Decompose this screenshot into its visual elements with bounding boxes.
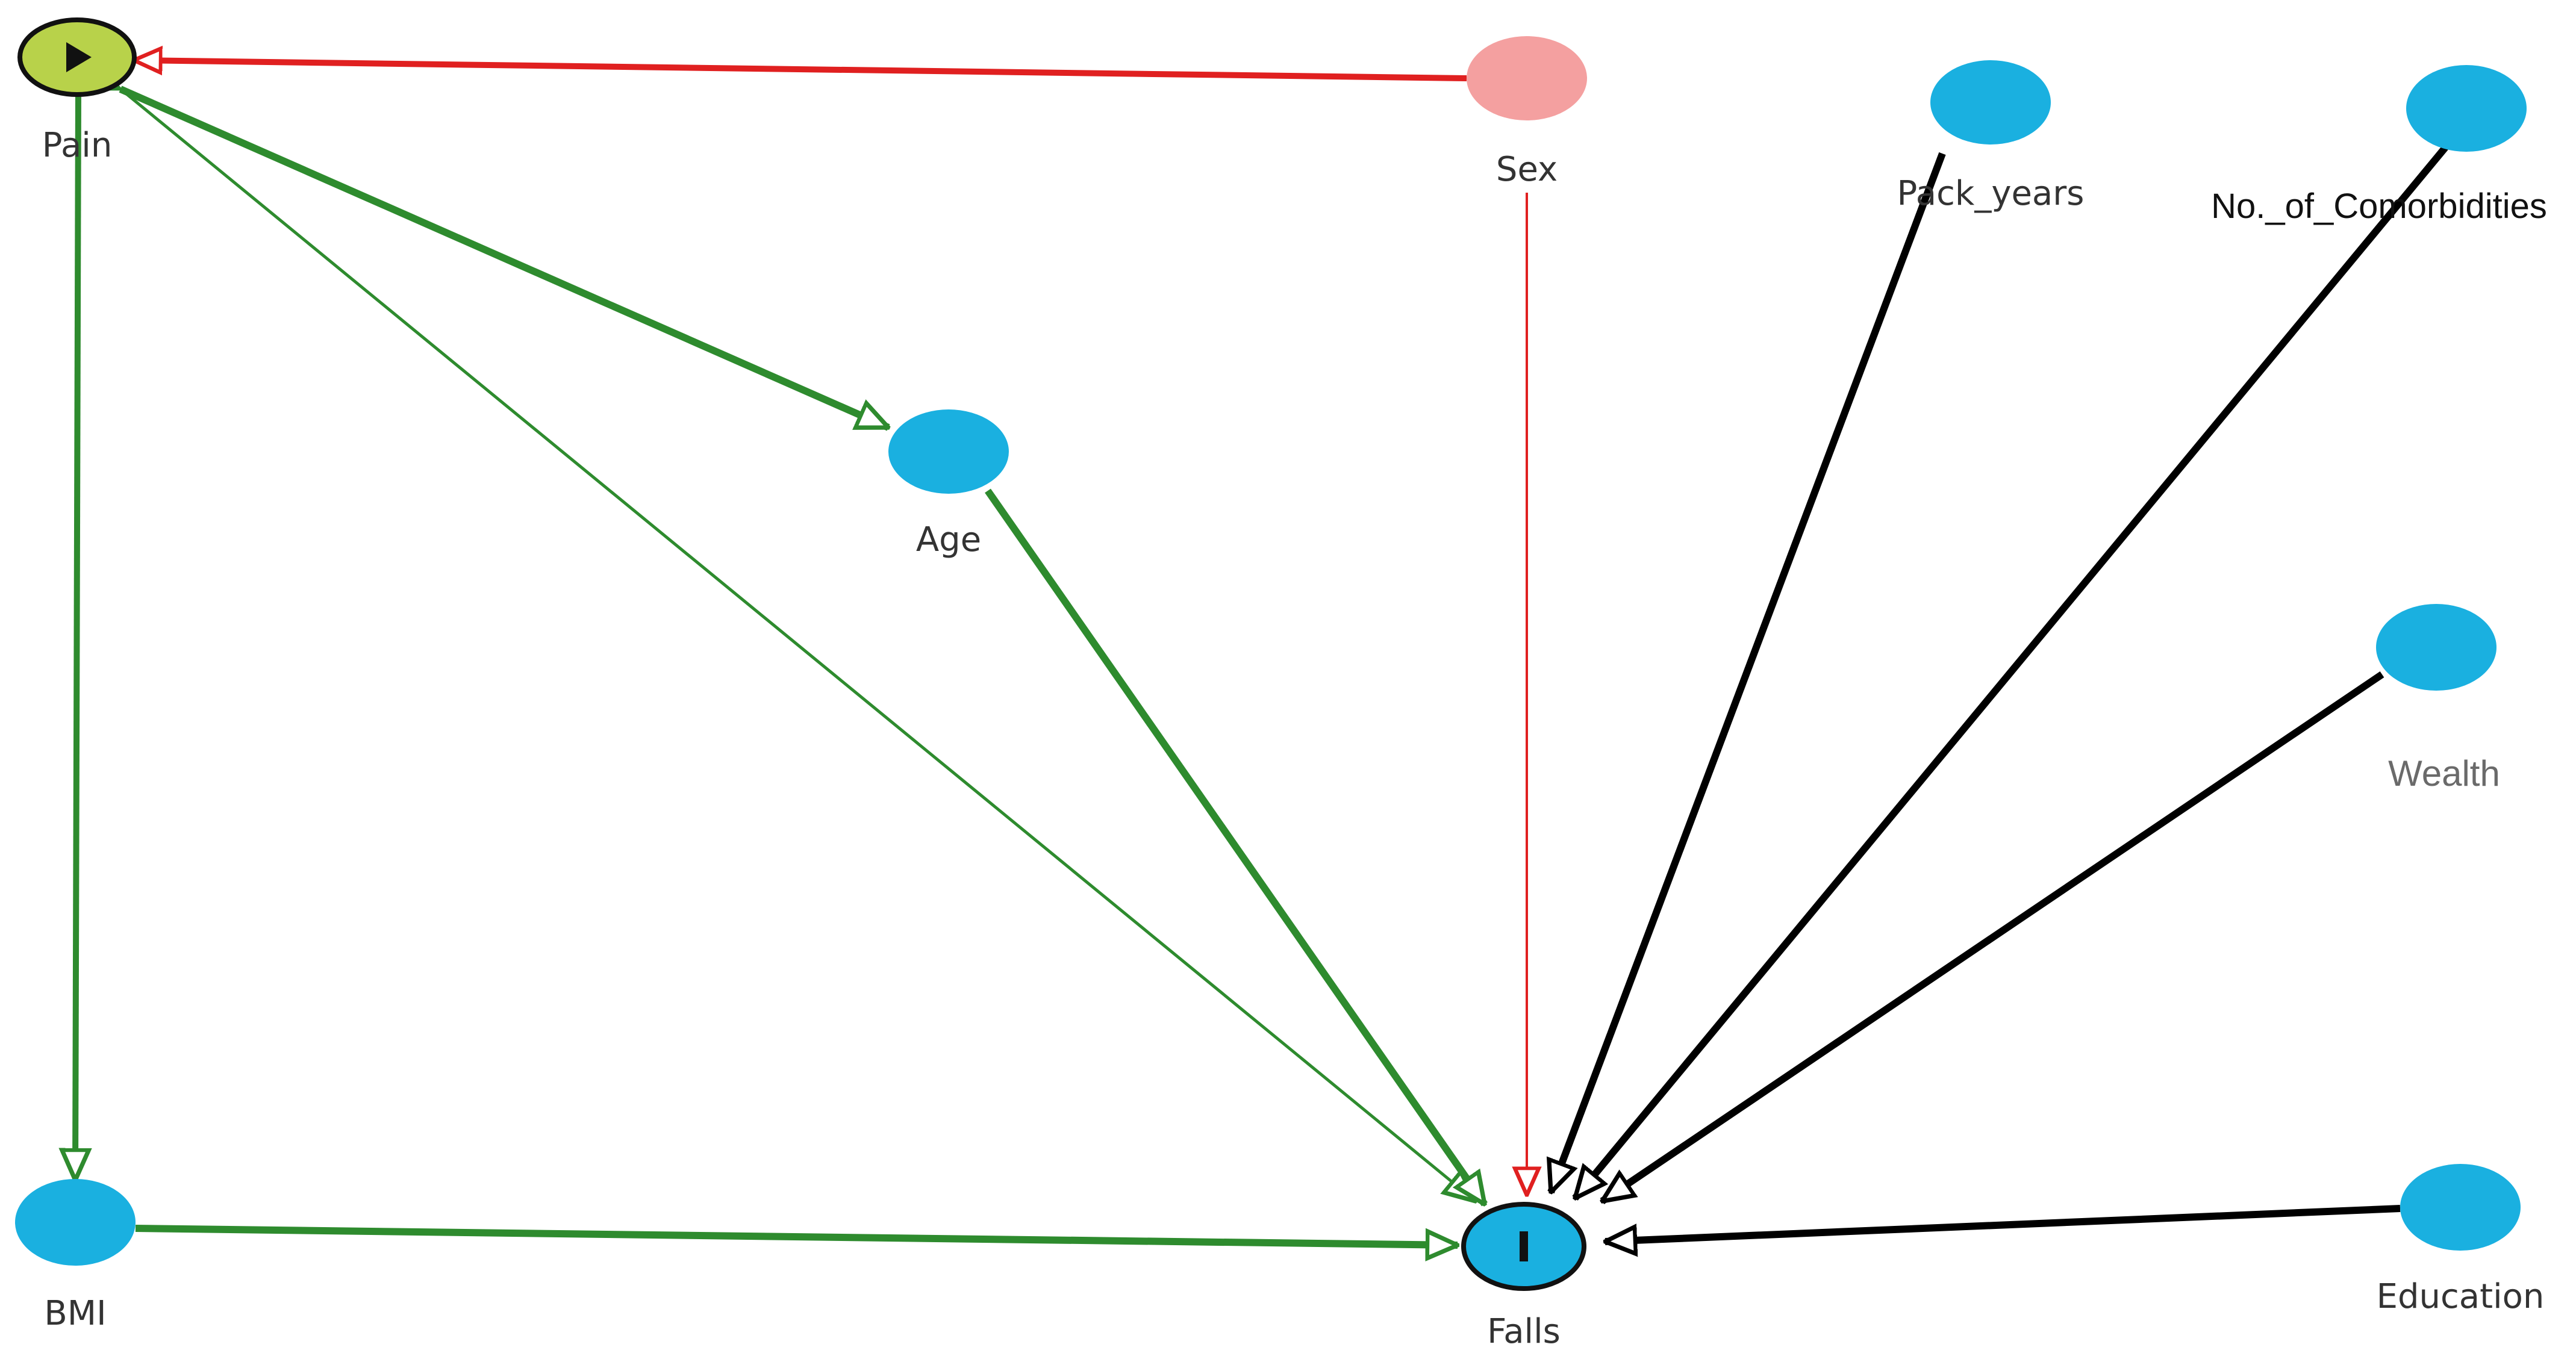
- edge-packyears-falls: [1551, 152, 1946, 1192]
- edge-age-falls: [985, 488, 1485, 1204]
- node-bmi[interactable]: BMI: [15, 1179, 136, 1333]
- edge-bmi-falls: [135, 1225, 1458, 1245]
- node-label-bmi: BMI: [44, 1294, 106, 1333]
- node-sex[interactable]: Sex: [1467, 36, 1587, 189]
- edge-comorbidities-falls: [1575, 145, 2448, 1198]
- node-label-education: Education: [2377, 1277, 2545, 1316]
- edge-pain-age: [120, 89, 888, 431]
- node-label-pack-years: Pack_years: [1897, 174, 2085, 213]
- edge-education-falls: [1605, 1205, 2401, 1242]
- play-icon: [66, 42, 92, 72]
- edge-pain-bmi: [75, 93, 78, 1180]
- node-age[interactable]: Age: [888, 409, 1009, 559]
- edges: [75, 60, 2448, 1245]
- node-label-sex: Sex: [1496, 150, 1558, 189]
- node-label-falls: Falls: [1487, 1312, 1561, 1351]
- edge-wealth-falls: [1602, 671, 2384, 1201]
- node-pain[interactable]: Pain: [17, 17, 137, 165]
- bar-icon: [1520, 1231, 1528, 1261]
- node-falls[interactable]: Falls: [1461, 1202, 1586, 1351]
- node-label-age: Age: [916, 520, 981, 559]
- edge-pain-falls: [122, 90, 1476, 1201]
- node-pack-years[interactable]: Pack_years: [1897, 60, 2085, 213]
- nodes: Pain Sex Pack_years No._of_Comorbidities…: [15, 17, 2547, 1351]
- node-label-pain: Pain: [42, 126, 113, 165]
- node-education[interactable]: Education: [2377, 1164, 2545, 1316]
- node-label-comorbidities: No._of_Comorbidities: [2211, 187, 2547, 226]
- node-comorbidities[interactable]: No._of_Comorbidities: [2211, 65, 2547, 226]
- edge-sex-pain: [134, 60, 1467, 81]
- node-wealth[interactable]: Wealth: [2376, 604, 2500, 794]
- node-label-wealth: Wealth: [2388, 753, 2500, 794]
